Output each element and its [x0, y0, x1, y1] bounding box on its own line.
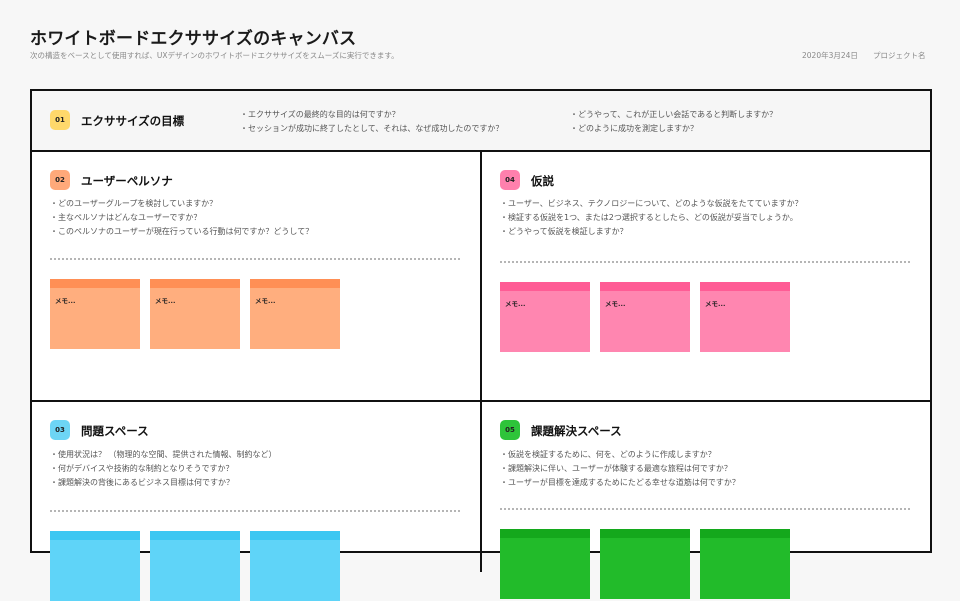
- section-number-badge: 03: [50, 420, 70, 440]
- project-name[interactable]: プロジェクト名: [873, 51, 926, 60]
- sticky-note-tab: [500, 529, 590, 538]
- section-question: ・仮説を検証するために、何を、どのように作成しますか？: [500, 450, 716, 459]
- section-question: ・使用状況は？ （物理的な空間、提供された情報、制約など）: [50, 450, 277, 459]
- sticky-note-tab: [250, 279, 340, 288]
- section-question: ・何がデバイスや技術的な制約となりそうですか？: [50, 464, 234, 473]
- sticky-note-tab: [250, 531, 340, 540]
- section-question: ・どうやって仮説を検証しますか？: [500, 227, 628, 236]
- sticky-note-text: メモ...: [605, 300, 626, 308]
- section-title: 課題解決スペース: [531, 424, 622, 438]
- section-question: ・どのユーザーグループを検討していますか？: [50, 199, 218, 208]
- sticky-note-text: メモ...: [155, 297, 176, 305]
- sticky-note-tab: [50, 279, 140, 288]
- sticky-note-text: メモ...: [505, 300, 526, 308]
- section-question: ・このペルソナのユーザーが現在行っている行動は何ですか？どうして？: [50, 227, 314, 236]
- section-title: ユーザーペルソナ: [81, 174, 173, 188]
- sticky-note-text: メモ...: [55, 297, 76, 305]
- vertical-divider: [480, 152, 482, 572]
- sticky-note[interactable]: [150, 531, 240, 601]
- page-subtitle: 次の構造をベースとして使用すれば、UXデザインのホワイトボードエクササイズをスム…: [30, 51, 399, 60]
- canvas-board: 01 エクササイズの目標 ・エクササイズの最終的な目的は何ですか？ ・セッション…: [30, 89, 932, 601]
- sticky-note-tab: [50, 531, 140, 540]
- section-question: ・ユーザーが目標を達成するためにたどる幸せな道筋は何ですか？: [500, 478, 740, 487]
- sticky-note-tab: [700, 529, 790, 538]
- goal-question: ・どうやって、これが正しい会話であると判断しますか？: [570, 110, 778, 119]
- dotted-separator: [50, 510, 460, 512]
- sticky-note[interactable]: [250, 531, 340, 601]
- dotted-separator: [500, 261, 910, 263]
- dotted-separator: [50, 258, 460, 260]
- sticky-note[interactable]: メモ...: [50, 279, 140, 349]
- sticky-note[interactable]: [50, 531, 140, 601]
- sticky-note[interactable]: メモ...: [150, 279, 240, 349]
- sticky-note-text: メモ...: [255, 297, 276, 305]
- section-question: ・検証する仮説を1つ、または2つ選択するとしたら、どの仮説が妥当でしょうか。: [500, 213, 798, 222]
- section-title: 仮説: [531, 174, 554, 188]
- goal-section: 01 エクササイズの目標 ・エクササイズの最終的な目的は何ですか？ ・セッション…: [32, 91, 930, 152]
- sticky-note-tab: [150, 531, 240, 540]
- goal-question: ・エクササイズの最終的な目的は何ですか？: [240, 110, 400, 119]
- section-title: 問題スペース: [81, 424, 149, 438]
- section-question: ・課題解決に伴い、ユーザーが体験する最適な旅程は何ですか？: [500, 464, 732, 473]
- sticky-note-tab: [700, 282, 790, 291]
- sticky-note-tab: [600, 529, 690, 538]
- goal-question: ・どのように成功を測定しますか？: [570, 124, 698, 133]
- goal-title: エクササイズの目標: [81, 114, 185, 128]
- goal-question: ・セッションが成功に終了したとして、それは、なぜ成功したのですか？: [240, 124, 504, 133]
- goal-number-badge: 01: [50, 110, 70, 130]
- sticky-note[interactable]: メモ...: [500, 282, 590, 352]
- sticky-note-tab: [150, 279, 240, 288]
- section-number-badge: 05: [500, 420, 520, 440]
- horizontal-divider: [32, 400, 930, 402]
- date-label: 2020年3月24日: [802, 51, 858, 60]
- sticky-note-text: メモ...: [705, 300, 726, 308]
- sticky-note[interactable]: メモ...: [250, 279, 340, 349]
- section-number-badge: 04: [500, 170, 520, 190]
- dotted-separator: [500, 508, 910, 510]
- sticky-note-tab: [500, 282, 590, 291]
- section-question: ・課題解決の背後にあるビジネス目標は何ですか？: [50, 478, 234, 487]
- sticky-note[interactable]: メモ...: [600, 282, 690, 352]
- page-title: ホワイトボードエクササイズのキャンバス: [30, 29, 357, 49]
- sticky-note-tab: [600, 282, 690, 291]
- section-question: ・主なペルソナはどんなユーザーですか？: [50, 213, 202, 222]
- sticky-note[interactable]: メモ...: [700, 282, 790, 352]
- section-number-badge: 02: [50, 170, 70, 190]
- section-question: ・ユーザー、ビジネス、テクノロジーについて、どのような仮説をたてていますか？: [500, 199, 803, 208]
